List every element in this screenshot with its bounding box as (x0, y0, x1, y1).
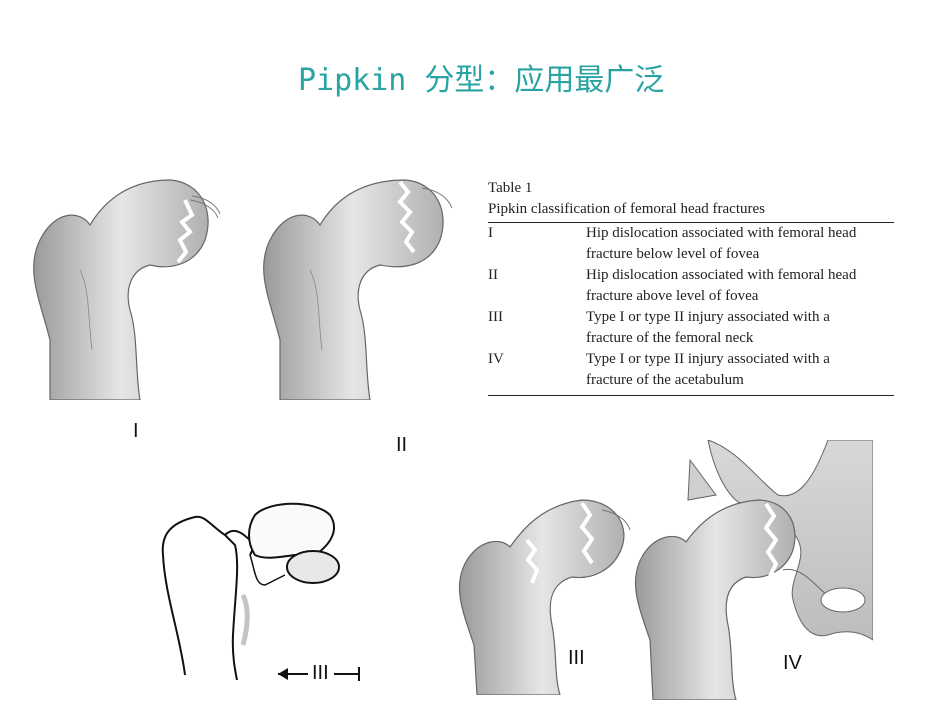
row-description-line: fracture above level of fovea (586, 288, 759, 304)
row-description-line: fracture below level of fovea (586, 246, 760, 262)
table-row: III Type I or type II injury associated … (488, 307, 894, 349)
row-description-line: Type I or type II injury associated with… (586, 309, 830, 325)
femur-neck-fracture-sketch (161, 502, 340, 680)
table-row: IV Type I or type II injury associated w… (488, 349, 894, 391)
figure-label-3: III (568, 647, 585, 669)
row-description-line: fracture of the acetabulum (586, 372, 744, 388)
table-bottom-rule (488, 395, 894, 396)
figure-label-4: IV (783, 652, 802, 674)
row-description: Hip dislocation associated with femoral … (586, 265, 894, 307)
row-description-line: Hip dislocation associated with femoral … (586, 225, 857, 241)
figure-label-1: I (133, 420, 139, 442)
row-description: Type I or type II injury associated with… (586, 307, 894, 349)
row-description-line: Type I or type II injury associated with… (586, 351, 830, 367)
femur-illustration-type-4 (634, 440, 873, 700)
row-description-line: Hip dislocation associated with femoral … (586, 267, 857, 283)
figure-label-2: II (396, 434, 408, 456)
row-type: I (488, 225, 493, 241)
table-body: I Hip dislocation associated with femora… (488, 223, 894, 391)
femur-illustration-type-2 (263, 179, 453, 400)
classification-table: Table 1 Pipkin classification of femoral… (488, 178, 894, 396)
table-row: I Hip dislocation associated with femora… (488, 223, 894, 265)
neck-fracture-label: III (312, 662, 329, 684)
row-type: III (488, 309, 503, 325)
table-row: II Hip dislocation associated with femor… (488, 265, 894, 307)
femur-illustration-type-3 (458, 499, 631, 695)
table-top-rule (488, 222, 894, 223)
row-type: II (488, 267, 498, 283)
row-description: Type I or type II injury associated with… (586, 349, 894, 391)
femur-illustration-type-1 (33, 179, 221, 400)
slide-title: Pipkin 分型：应用最广泛 (298, 63, 665, 98)
table-caption: Table 1 (488, 180, 533, 196)
table-heading: Pipkin classification of femoral head fr… (488, 201, 765, 217)
row-description-line: fracture of the femoral neck (586, 330, 754, 346)
row-type: IV (488, 351, 504, 367)
neck-fracture-arrow (278, 667, 360, 681)
row-description: Hip dislocation associated with femoral … (586, 223, 894, 265)
